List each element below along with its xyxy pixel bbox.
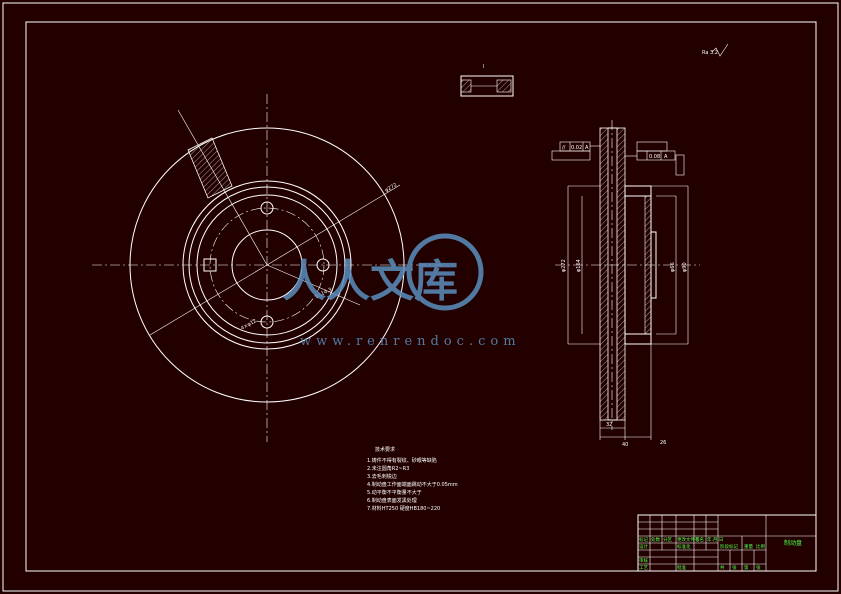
tol-datum-box [675,154,685,176]
detail-hatch-right [496,79,512,93]
tol-2-ref: A [664,154,668,160]
center-bore-circle [231,229,303,301]
tb-cell: 审核 [639,557,648,564]
tech-req-item: 6.制动盘表面发黑处理 [367,497,417,504]
drawing-title: 制动盘 [784,539,802,547]
tb-cell: 标准化 [677,543,691,550]
detail-label: I [483,64,484,70]
dim-front-holes: 4×φ12 [240,318,258,332]
detail-hatch-left [460,79,472,93]
tb-cell: 批准 [677,564,686,571]
tech-req-item: 4.制动盘工作面端面跳动不大于0.05mm [367,481,458,488]
hole-dim-leader [149,264,268,336]
disc-outer-circle [129,127,405,403]
tb-cell: 处数 [651,536,660,543]
tol-frame-1b-box [551,150,591,161]
bolt-pitch-circle [209,207,325,323]
dim-side-right-2: φ90 [682,262,688,272]
tolerance-frame-1: // 0.02 A [551,141,600,161]
tb-cell: 共 [720,564,725,571]
tol-1-ref: A [585,145,589,151]
tb-cell: 年.月.日 [707,536,723,543]
tb-cell: 工艺 [639,565,648,571]
inner-frame [25,21,817,572]
section-leader-line [177,109,268,266]
tb-cell: 张 [756,564,761,571]
tolerance-frame-2: 0.08 A [625,141,685,176]
tol-1-sym: // [562,145,566,151]
roughness-note: Ra 3.2 [702,50,718,56]
section-view: φ272 φ164 φ66 φ90 32 40 26 // 0.02 A 0.0… [551,120,700,448]
friction-inner-circle [182,180,352,350]
rotor-outer-plate [616,127,626,421]
section-cutaway-hatch [187,137,233,199]
dim-side-right-1: φ66 [670,262,676,272]
roughness-symbol-icon [711,43,729,57]
tol-1-val: 0.02 [571,145,582,151]
outer-dim-leader [266,184,401,266]
title-block: 标记 处数 分区 更改文件号 签名 年.月.日 设计 标准化 阶段标记 重量 比… [637,514,817,572]
tech-req-heading: 技术要求 [375,446,395,453]
dim-bottom-3: 26 [660,440,666,446]
tol-frame-2b-box [636,150,676,161]
tb-cell: 分区 [663,536,672,543]
hub-step-circle [196,194,338,336]
tech-req-item: 5.动平衡不平衡量不大于 [367,489,422,496]
tb-cell: 重量 [744,543,753,550]
tb-cell: 阶段标记 [720,543,738,550]
watermark: 人人文库 www.renrendoc.com [282,233,521,349]
dim-side-left-2: φ164 [576,259,582,272]
tech-req-item: 3.去毛刺锐边 [367,473,397,480]
tol-2-val: 0.08 [649,154,660,160]
tb-cell: 设计 [639,543,648,550]
dim-side-left-1: φ272 [561,259,567,272]
watermark-chinese: 人人文库 [282,256,458,307]
hub-outer-circle [188,186,346,344]
tech-requirements: 技术要求 1.铸件不得有裂纹、砂眼等缺陷 2.未注圆角R2~R3 3.去毛刺锐边… [367,446,458,512]
tech-req-item: 2.未注圆角R2~R3 [367,465,409,472]
pcd-dim-leader [266,264,361,306]
tb-cell: 张 [732,564,737,571]
tb-cell: 签名 [695,536,704,543]
watermark-logo-ring [406,233,484,311]
bolt-hole-right [316,258,330,272]
tech-req-item: 1.铸件不得有裂纹、砂眼等缺陷 [367,457,437,464]
dim-front-outer: φ272 [384,182,398,194]
tb-cell: 更改文件号 [677,536,700,543]
dim-bottom-1: 32 [606,422,612,428]
bolt-hole-left [203,258,217,272]
tb-cell: 标记 [639,536,648,543]
watermark-url: www.renrendoc.com [300,334,521,349]
bolt-hole-bottom [260,315,274,329]
detail-view: I [460,64,514,97]
tb-cell: 比例 [756,543,765,550]
dim-bottom-2: 40 [622,442,628,448]
tb-cell: 第 [744,564,749,571]
tol-frame-2-box [636,141,668,152]
rotor-inner-plate [599,127,609,421]
bolt-hole-top [260,201,274,215]
tech-req-item: 7.材料HT250 硬度HB180~220 [367,505,440,512]
